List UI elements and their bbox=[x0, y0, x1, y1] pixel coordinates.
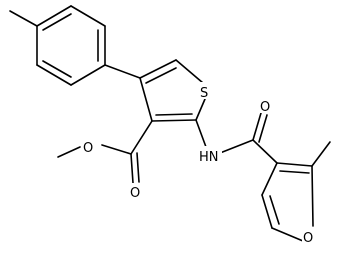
bond-amide-o-double-a bbox=[252, 112, 262, 141]
bond-thiophene-c5-s bbox=[175, 59, 204, 84]
atom-label-amide-oxygen: O bbox=[260, 100, 270, 115]
bond-amide-o-double-b bbox=[258, 114, 268, 143]
atom-label-furan-oxygen: O bbox=[303, 231, 313, 246]
methyl-ester-group bbox=[57, 120, 153, 184]
bond-furan-o-c5 bbox=[271, 227, 304, 242]
bond-thiophene-c4-c5 bbox=[139, 59, 177, 79]
bond-carbonyl-o-double-a bbox=[130, 153, 134, 184]
bond-furan-c4-c3 bbox=[261, 162, 278, 196]
atom-label-amide-nitrogen: HN bbox=[199, 150, 219, 165]
bond-benzene-inner-c bbox=[42, 60, 72, 78]
bond-aryl-thiophene bbox=[104, 64, 141, 79]
bond-furan-c5-c4 bbox=[261, 194, 273, 229]
atom-label-ester-oxygen: O bbox=[83, 141, 93, 156]
bond-o-methyl bbox=[57, 146, 81, 158]
bond-methyl-aryl bbox=[9, 10, 38, 27]
bond-benzene-4 bbox=[70, 64, 106, 86]
bond-thiophene-s-c2 bbox=[195, 98, 206, 121]
bond-thiophene-c4-c5-double bbox=[145, 67, 177, 84]
bond-c2-nitrogen bbox=[195, 119, 207, 148]
atom-label-carbonyl-oxygen: O bbox=[130, 186, 140, 201]
bond-furan-c2-o bbox=[311, 165, 314, 227]
bond-carbonyl-o-double-b bbox=[136, 152, 140, 183]
bond-c3-carbonyl bbox=[130, 120, 153, 155]
bond-benzene-5 bbox=[36, 64, 72, 86]
bond-carbonyl-o-single bbox=[101, 144, 132, 155]
bond-furan-c3-c2 bbox=[276, 162, 313, 167]
bond-furan-methyl bbox=[311, 141, 331, 167]
bond-thiophene-c2-c3-double bbox=[155, 113, 193, 116]
amide-group bbox=[195, 112, 278, 164]
furan-ring bbox=[261, 141, 331, 242]
bond-carbonyl-furan bbox=[252, 139, 278, 164]
tolyl-group bbox=[9, 5, 106, 86]
bond-nitrogen-carbonyl bbox=[219, 139, 254, 154]
bond-thiophene-c2-c3 bbox=[151, 119, 197, 122]
bond-benzene-1 bbox=[36, 5, 72, 27]
bond-furan-c3-c2-double bbox=[279, 170, 310, 174]
atom-label-sulfur: S bbox=[200, 86, 208, 101]
bond-furan-c5-c4-double bbox=[269, 195, 280, 225]
thiophene-ring bbox=[139, 59, 206, 122]
bond-benzene-2 bbox=[70, 5, 106, 27]
bond-benzene-inner-a bbox=[42, 13, 72, 31]
bond-thiophene-c3-c4 bbox=[139, 77, 153, 122]
